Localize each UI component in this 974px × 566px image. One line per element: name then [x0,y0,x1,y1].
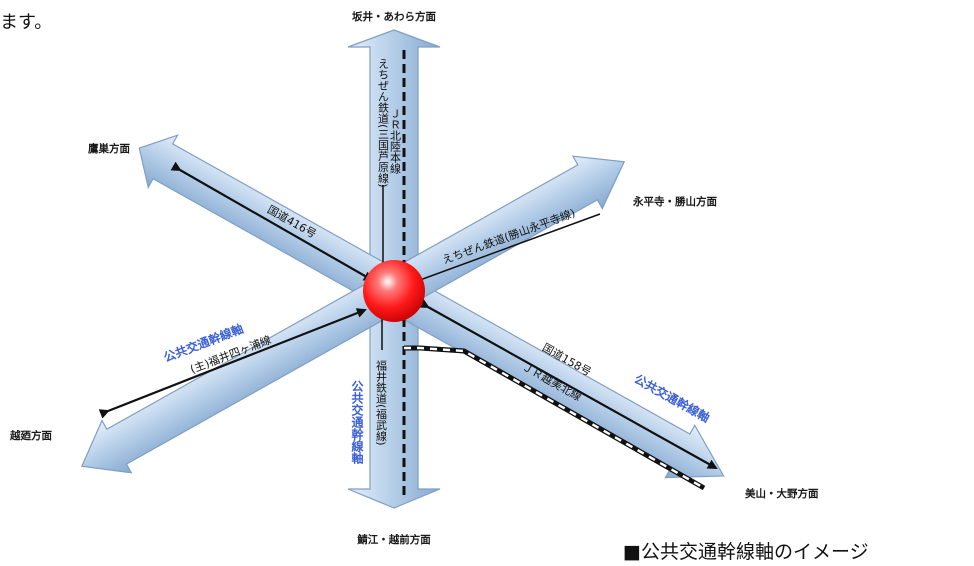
route-158-arrow [418,298,718,469]
fukui-railway-label: 福井鉄道(福武線) [375,359,388,446]
destination-north: 坂井・あわら方面 [352,10,436,23]
jr-hokuriku-label: ＪＲ北陸本線 [389,108,402,174]
central-hub [363,260,425,322]
destination-south: 鯖江・越前方面 [356,533,431,546]
fukui-yokaura-road-arrow [98,308,367,419]
destination-east: 永平寺・勝山方面 [632,195,717,208]
diagram-caption: ■公共交通幹線軸のイメージ [623,541,869,563]
destination-southeast: 美山・大野方面 [745,487,819,500]
route-416-arrow [170,161,374,281]
echizen-mikuni-label: えちぜん鉄道(三国芦原線) [377,58,390,188]
destination-west: 越廼方面 [9,429,52,442]
northwest-southeast-axis-arrow [138,134,725,479]
destination-northwest: 鷹巣方面 [88,142,130,155]
intro-text-fragment: ます。 [0,12,53,33]
axis-label-south: 公共交通幹線軸 [350,380,364,465]
echizen-katsuyama-line [419,213,601,281]
